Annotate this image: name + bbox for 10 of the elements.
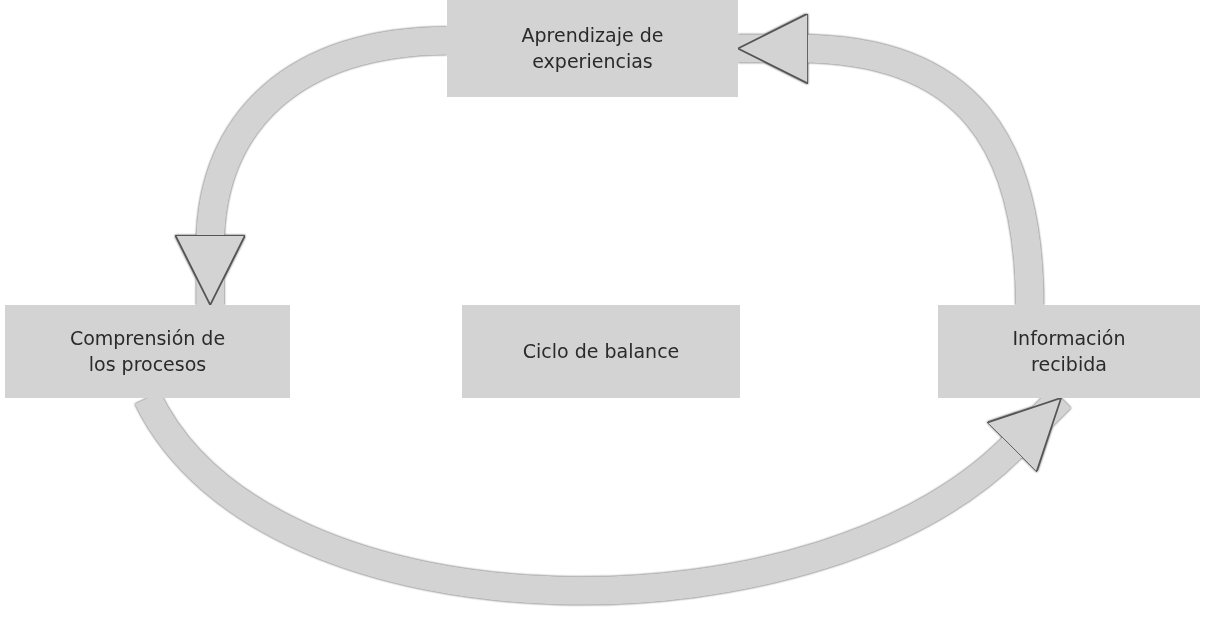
process-box — [462, 305, 740, 398]
process-box — [447, 0, 738, 97]
box-label: Información recibida — [1011, 325, 1127, 377]
box-label: Aprendizaje de experiencias — [520, 22, 665, 74]
box-label: Comprensión de los procesos — [68, 325, 227, 377]
process-box — [938, 305, 1200, 398]
box-label: Ciclo de balance — [522, 338, 680, 364]
curved-arrow — [737, 12, 1044, 306]
process-box — [5, 305, 290, 398]
curved-arrow — [174, 26, 448, 306]
